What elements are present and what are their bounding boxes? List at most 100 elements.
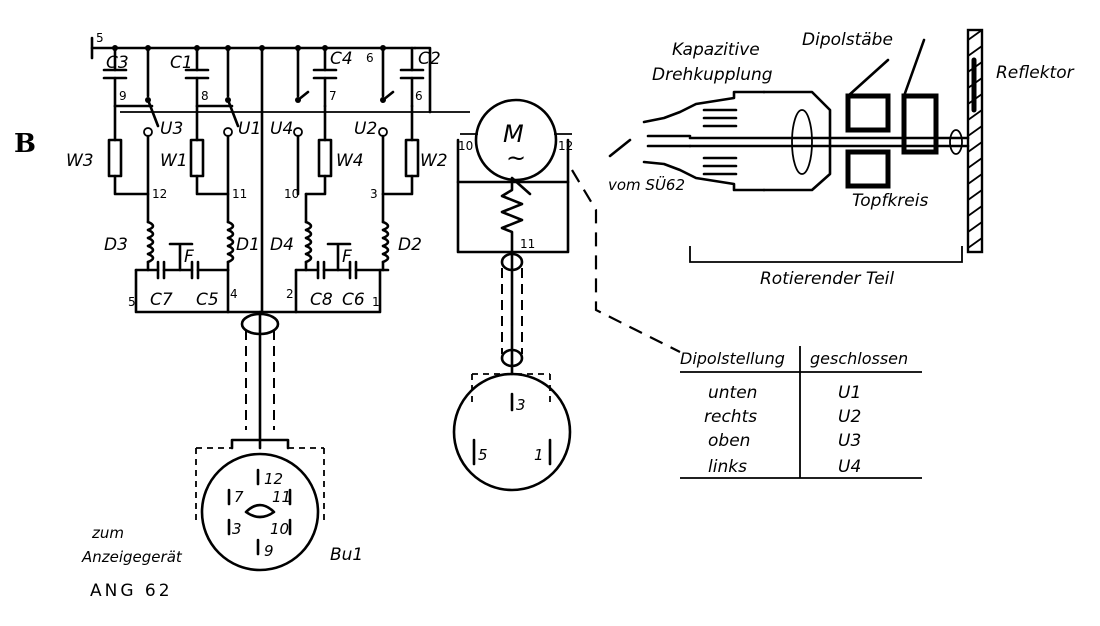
feed-arrow — [608, 138, 632, 158]
pin-label: 4 — [230, 287, 238, 301]
resistor-label: W3 — [66, 151, 94, 171]
antenna-assembly: Kapazitive Drehkupplung Dipolstäbe Refle… — [608, 28, 1075, 289]
resistor-arrow — [510, 176, 532, 196]
pin-label: 7 — [329, 89, 337, 103]
capacitor-label: C6 — [342, 290, 365, 310]
wire — [113, 174, 150, 196]
ground-symbol — [326, 242, 352, 272]
rotation-arrow — [791, 109, 813, 175]
ground-symbol — [168, 242, 194, 272]
resistor-w4 — [317, 138, 333, 178]
pin-label: 12 — [558, 139, 573, 153]
resistor-label: W4 — [336, 151, 364, 171]
table-header: Dipolstellung — [680, 349, 785, 368]
label-reflektor: Reflektor — [996, 63, 1075, 83]
pin-label: 8 — [201, 89, 209, 103]
pin-label: 5 — [96, 31, 104, 45]
choke-label: D4 — [270, 235, 294, 255]
table-cell-switch: U1 — [838, 383, 861, 403]
label-dipolstaebe: Dipolstäbe — [802, 30, 893, 50]
label-topfkreis: Topfkreis — [852, 191, 928, 211]
pin-label: 6 — [415, 89, 423, 103]
connector-body — [452, 372, 572, 492]
pin-label: 5 — [128, 295, 136, 309]
connector-pins — [227, 468, 292, 556]
cable-clamp — [500, 348, 524, 368]
connector-body — [200, 452, 320, 572]
label-drehkupplung: Drehkupplung — [652, 65, 773, 85]
table-row: links U4 — [708, 457, 861, 477]
pin-label: 12 — [264, 470, 283, 488]
connector-name: Bu1 — [330, 545, 363, 565]
switch-label: U4 — [270, 119, 293, 139]
motor-resistor — [500, 180, 524, 254]
pin-label: 9 — [264, 542, 274, 560]
table-cell-switch: U3 — [838, 431, 861, 451]
pin-label: 10 — [458, 139, 473, 153]
connector-top — [230, 438, 290, 450]
rotation-arrow — [949, 129, 963, 155]
connector-key — [244, 503, 276, 519]
switch-u4-blade — [296, 90, 310, 102]
pin-label: 3 — [232, 520, 242, 538]
label-rotierender-teil: Rotierender Teil — [760, 269, 894, 289]
target-note: zum Anzeigegerät ANG 62 — [81, 524, 183, 601]
channel-u3: C3 9 U3 W3 12 D3 — [66, 46, 183, 272]
switch-label: U3 — [160, 119, 183, 139]
coupling-plates — [702, 156, 738, 176]
pin-label: 10 — [284, 187, 299, 201]
dipole-holder — [901, 93, 939, 155]
switch-u3-blade — [146, 98, 160, 128]
wire — [226, 268, 298, 314]
switch-u2-blade — [381, 90, 395, 102]
switch-label: U1 — [238, 119, 261, 139]
mechanical-link — [571, 169, 681, 353]
choke-d3 — [146, 220, 155, 264]
wire — [413, 46, 432, 114]
topfkreis-upper — [845, 93, 891, 133]
pin-label: 2 — [286, 287, 294, 301]
connector-pins — [472, 392, 552, 466]
table-cell-switch: U4 — [838, 457, 861, 477]
channel-u1: C1 8 U1 W1 11 D1 — [160, 46, 261, 272]
dipole-rod — [902, 38, 926, 98]
wire — [304, 174, 327, 196]
motor-symbol: M — [503, 120, 524, 148]
table-row: rechts U2 — [704, 407, 861, 427]
table-cell-position: rechts — [704, 407, 757, 427]
pin-label: 5 — [478, 446, 488, 464]
resistor-w3 — [107, 138, 123, 178]
ground-label: F — [342, 247, 352, 267]
capacitor-label: C4 — [330, 49, 353, 69]
motor-section: M ~ 10 12 11 3 5 1 — [413, 46, 681, 492]
capacitor-label: C5 — [196, 290, 219, 310]
resistor-w2 — [404, 138, 420, 178]
reflector-plate — [966, 28, 984, 254]
note-line: zum — [91, 524, 124, 542]
capacitor-label: C1 — [170, 53, 193, 73]
pin-label: 7 — [234, 488, 244, 506]
label-kapazitive: Kapazitive — [672, 40, 760, 60]
switch-bank: 5 6 C3 9 U3 W3 — [66, 31, 470, 314]
resistor-label: W2 — [420, 151, 448, 171]
coupling-inner — [646, 134, 692, 148]
table-cell-position: oben — [708, 431, 750, 451]
dipole-rod — [846, 58, 890, 98]
choke-label: D2 — [398, 235, 422, 255]
pin-label: 10 — [270, 520, 289, 538]
figure-label: B — [14, 129, 36, 159]
coupling-outline — [642, 90, 766, 124]
choke-d4 — [304, 220, 313, 264]
topfkreis-lower — [845, 149, 891, 189]
rotating-part-bracket — [689, 246, 963, 263]
table-cell-position: links — [708, 457, 747, 477]
note-line: ANG 62 — [90, 581, 173, 601]
dipole-table: Dipolstellung geschlossen unten U1 recht… — [680, 346, 922, 479]
pin-label: 9 — [119, 89, 127, 103]
connector-bu1: 12 7 11 3 10 9 Bu1 — [195, 438, 363, 572]
wire — [381, 174, 414, 196]
pin-label: 3 — [370, 187, 378, 201]
coupling-plates — [702, 108, 738, 128]
switch-label: U2 — [354, 119, 377, 139]
